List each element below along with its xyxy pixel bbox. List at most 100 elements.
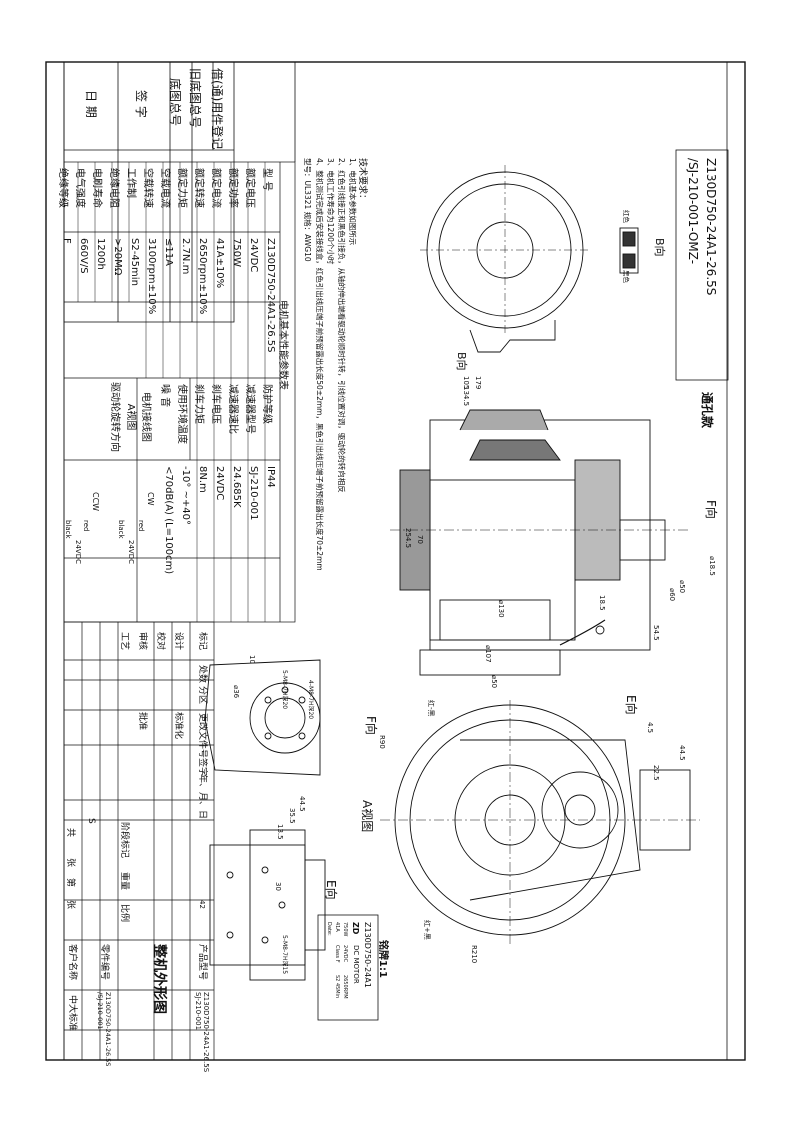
dim-107: ⌀107 bbox=[484, 645, 492, 663]
perf-left-value-1: 24VDC bbox=[248, 238, 259, 273]
dim-42: 42 bbox=[198, 900, 206, 909]
tech-req-item-3: 3、电机工作寿命为1200个小时 bbox=[326, 158, 335, 265]
perf-left-label-12: 绝缘等级 bbox=[57, 168, 68, 208]
dim-r90: R90 bbox=[378, 735, 386, 749]
a-view-label: A视图 bbox=[360, 800, 374, 833]
dim-50c: ⌀50 bbox=[678, 580, 686, 594]
perf-table-grid bbox=[63, 161, 296, 623]
perf-left-label-1: 额定电压 bbox=[244, 168, 255, 208]
std-label: 标准化 bbox=[173, 712, 183, 740]
perf-right-label-4: 刹车力矩 bbox=[193, 384, 204, 424]
perf-right-value-0: IP44 bbox=[265, 466, 276, 488]
dim-18-5: 18.5 bbox=[598, 595, 606, 611]
cw-label: CW bbox=[146, 492, 155, 506]
perf-left-label-0: 型 号 bbox=[261, 168, 272, 192]
perf-right-label-3: 刹车电压 bbox=[210, 384, 221, 424]
dim-50: ⌀50 bbox=[490, 675, 498, 689]
dim-4-5: 4.5 bbox=[646, 722, 654, 734]
wiring-label: 电机接线图 A视图 bbox=[125, 392, 151, 442]
perf-right-value-2: 24.685K bbox=[231, 466, 242, 508]
nameplate-line2b: Class F bbox=[334, 945, 340, 963]
customer-value: 中大标准 bbox=[67, 995, 77, 1032]
approve-label: 批准 bbox=[137, 712, 147, 731]
tech-req-item-5: 型号：UL3321 规格：AWG10 bbox=[303, 158, 312, 262]
part-no-label: 零件编号 bbox=[99, 944, 109, 981]
model-number: Z130D750-24A1-26.5S /SJ-210-001-OMZ- bbox=[686, 158, 718, 296]
perf-right-label-5: 使用环境温度 bbox=[176, 384, 187, 444]
perf-left-value-11: 660V/S bbox=[78, 238, 89, 274]
role-check: 校对 bbox=[155, 632, 165, 651]
nameplate-frame bbox=[317, 914, 379, 1021]
a-view-drawing bbox=[380, 700, 700, 945]
red-plus-label: 红+黑 bbox=[423, 920, 431, 940]
nameplate-line1c: 2650RPM bbox=[342, 975, 348, 999]
nameplate-line3: Date: bbox=[326, 922, 332, 936]
rev-header-file: 更改文件号 bbox=[197, 713, 207, 759]
tech-req-item-4: 4、整机测试完成后安装接线盒，红色引出线压端子前预留露出长度50±2mm，黑色引… bbox=[315, 158, 324, 571]
dim-m8-b: 4-M8-7H深20 bbox=[307, 680, 314, 720]
nameplate-line1a: 750W bbox=[342, 922, 348, 937]
perf-left-label-6: 空载电流 bbox=[159, 168, 170, 208]
perf-left-value-7: 3100rpm±10% bbox=[146, 238, 157, 315]
nameplate-model: Z130D750-24A1 bbox=[363, 922, 372, 988]
left-margin-block bbox=[63, 61, 235, 323]
perf-right-label-2: 减速器速比 bbox=[227, 384, 238, 434]
margin-label-date: 日 期 bbox=[84, 90, 98, 118]
dim-22-5: 22.5 bbox=[652, 765, 660, 781]
weight-label: 重量 bbox=[119, 872, 129, 891]
perf-left-value-12: F bbox=[61, 238, 72, 244]
rev-header-count: 处数 bbox=[197, 665, 207, 684]
e-view-drawing bbox=[209, 829, 326, 981]
perf-right-value-4: 8N.m bbox=[197, 466, 208, 493]
scale-label: 比例 bbox=[119, 904, 129, 923]
perf-right-label-6: 噪 音 bbox=[159, 384, 170, 408]
dim-36: ⌀36 bbox=[232, 685, 240, 699]
nameplate-line2a: 41A bbox=[334, 922, 340, 932]
tech-req-item-2: 2、红色引线接正和黑色引接负，从轴的伸出端看驱动轮顺时针转，引线位置对调，驱动轮… bbox=[337, 158, 346, 493]
dim-m8-a: 5-M8-7H深20 bbox=[281, 670, 288, 710]
page-label: 第 bbox=[65, 878, 75, 888]
dim-18-5b: ⌀18.5 bbox=[708, 556, 716, 576]
perf-table-title: 电机基本性能参数表 bbox=[277, 300, 288, 390]
product-model-value: Z130D750-24A1-26.5S SJ-210-001 bbox=[194, 992, 210, 1073]
nameplate-brand: ZD bbox=[351, 922, 360, 935]
b-view-label: B向 bbox=[653, 238, 666, 257]
perf-table-row-lines bbox=[77, 162, 266, 622]
perf-left-label-7: 空载转速 bbox=[142, 168, 153, 208]
perf-left-label-3: 额定电流 bbox=[210, 168, 221, 208]
perf-left-value-4: 2650rpm±10% bbox=[197, 238, 208, 315]
stage-mark-label: 阶段标记 bbox=[119, 822, 129, 859]
margin-label-borrow: 借(通)用件登记 bbox=[210, 68, 224, 150]
sheet-label: 张 bbox=[65, 858, 75, 868]
f-view-drawing bbox=[204, 659, 321, 776]
dim-179: 179 bbox=[474, 376, 482, 390]
rev-header-date: 年、月、日 bbox=[197, 774, 207, 820]
role-design: 设计 bbox=[173, 632, 183, 651]
e-view-label: E向 bbox=[324, 880, 338, 900]
dim-44-5: 44.5 bbox=[678, 745, 686, 761]
b-view-drawing bbox=[420, 165, 639, 353]
ccw-black-label: black bbox=[64, 520, 72, 539]
drawing-title: 整机外形图 bbox=[151, 944, 167, 1014]
outer-frame bbox=[45, 61, 746, 1061]
dim-13-5: 13.5 bbox=[276, 824, 284, 840]
dim-54-5: 54.5 bbox=[652, 625, 660, 641]
total-label: 共 bbox=[65, 828, 75, 838]
ccw-label: CCW bbox=[91, 492, 100, 512]
role-process: 工艺 bbox=[119, 632, 129, 651]
margin-label-drawing: 底图总号 bbox=[168, 78, 182, 127]
perf-left-label-4: 额定转速 bbox=[193, 168, 204, 208]
cw-voltage-label: 24VDC bbox=[127, 540, 135, 564]
perf-left-value-10: 1200h bbox=[95, 238, 106, 270]
red-minus-label: 红-黑 bbox=[427, 700, 435, 717]
tech-req-heading: 技术要求： bbox=[357, 158, 367, 204]
perf-right-value-5: -10° ~+40° bbox=[180, 466, 191, 525]
perf-left-value-3: 41A±10% bbox=[214, 238, 225, 289]
s-mark: S bbox=[86, 818, 96, 824]
nameplate-type: DC MOTOR bbox=[352, 945, 360, 984]
perf-left-label-8: 工作制 bbox=[125, 168, 136, 198]
b-label-right: 黑色 bbox=[622, 270, 630, 283]
e-view-arrow-label: E向 bbox=[624, 695, 638, 715]
dim-254-5: 254.5 bbox=[404, 528, 412, 549]
